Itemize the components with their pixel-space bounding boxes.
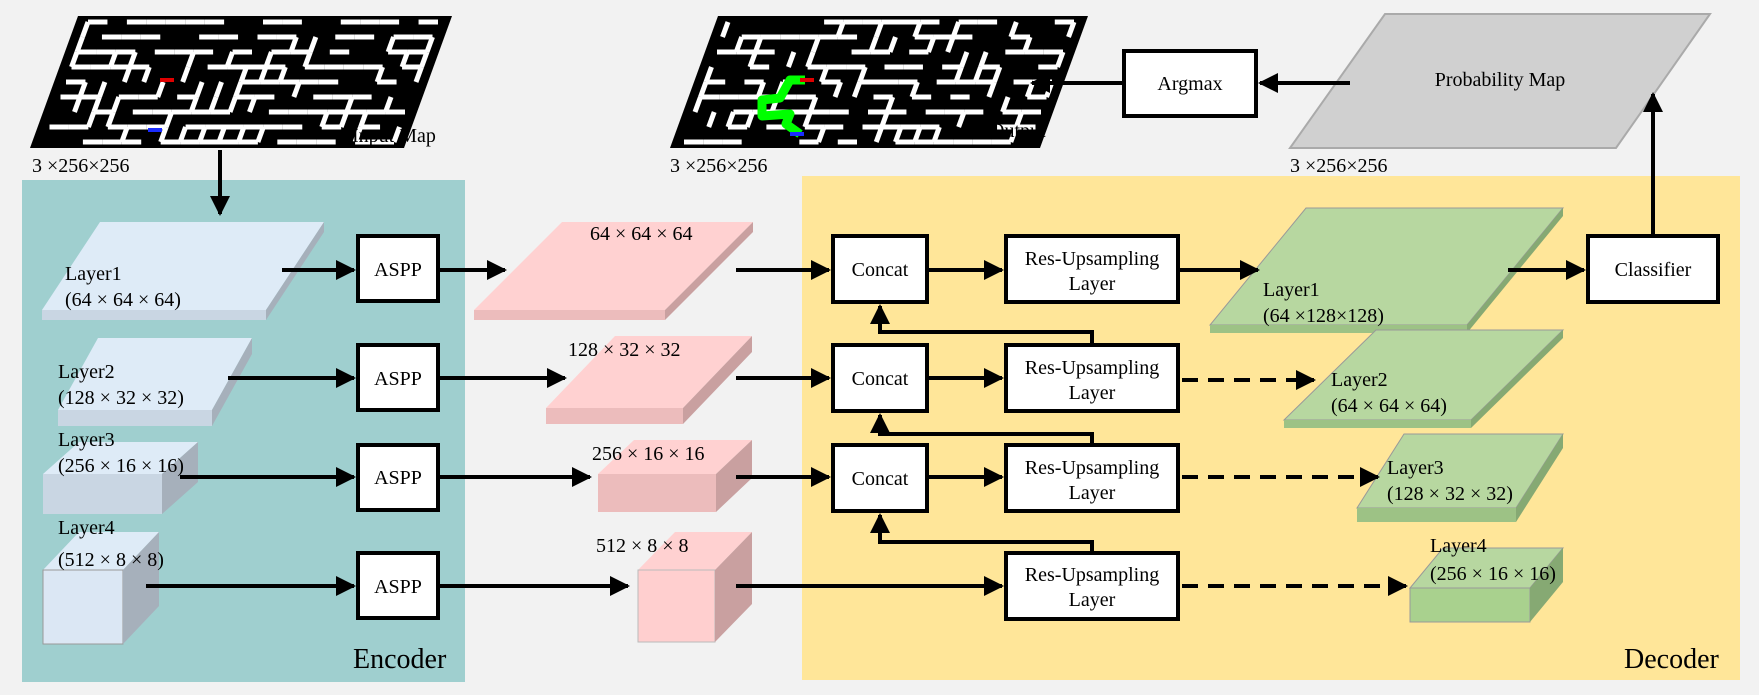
aspp-output-dims-4: 512 × 8 × 8	[596, 535, 689, 557]
decoder-title: Decoder	[1624, 644, 1720, 675]
encoder-layer3-dims: (256 × 16 × 16)	[58, 455, 184, 477]
res-upsampling-label-2b: Layer	[1069, 382, 1116, 404]
res-upsampling-label-2a: Res-Upsampling	[1025, 357, 1159, 379]
encoder-layer3-name: Layer3	[58, 429, 115, 451]
classifier-label: Classifier	[1615, 259, 1692, 281]
maze-goal-marker	[800, 78, 814, 82]
decoder-layer4-dims: (256 × 16 × 16)	[1430, 563, 1556, 585]
encoder-layer1-dims: (64 × 64 × 64)	[65, 289, 181, 311]
encoder-layer4-block	[42, 532, 159, 645]
res-upsampling-label-1a: Res-Upsampling	[1025, 248, 1159, 270]
decoder-layer3-block	[1356, 433, 1564, 522]
maze-solution-path	[757, 75, 805, 138]
res-upsampling-label-1b: Layer	[1069, 273, 1116, 295]
encoder-layer4-dims: (512 × 8 × 8)	[58, 549, 164, 571]
encoder-layer4-name: Layer4	[58, 517, 115, 539]
output-label: Output	[990, 120, 1046, 142]
res-upsampling-label-3a: Res-Upsampling	[1025, 457, 1159, 479]
decoder-layer2-dims: (64 × 64 × 64)	[1331, 395, 1447, 417]
decoder-layer2-block	[1282, 329, 1565, 428]
arrow-resup3-to-concat2	[870, 413, 1094, 445]
decoder-layer4-block	[1408, 547, 1565, 623]
aspp-box-3	[356, 443, 440, 512]
aspp-output-block-4	[637, 532, 752, 643]
encoder-layer2-dims: (128 × 32 × 32)	[58, 387, 184, 409]
res-upsampling-box-4	[1004, 551, 1180, 621]
aspp-output-dims-2: 128 × 32 × 32	[568, 339, 681, 361]
aspp-output-block-2	[546, 336, 752, 424]
res-upsampling-box-2	[1004, 343, 1180, 413]
decoder-layer2-name: Layer2	[1331, 369, 1388, 391]
argmax-box	[1122, 49, 1258, 118]
res-upsampling-box-1	[1004, 234, 1180, 304]
output-dims-label: 3 ×256×256	[670, 155, 768, 177]
decoder-layer1-dims: (64 ×128×128)	[1263, 305, 1384, 327]
probability-map-block	[1288, 13, 1712, 149]
encoder-title: Encoder	[353, 644, 447, 675]
input-maze-map	[30, 16, 452, 148]
concat-label-2: Concat	[852, 368, 909, 390]
aspp-label-2: ASPP	[374, 368, 422, 390]
aspp-box-4	[356, 551, 440, 620]
probability-dims-label: 3 ×256×256	[1290, 155, 1388, 177]
res-upsampling-label-4a: Res-Upsampling	[1025, 564, 1159, 586]
arrow-resup2-to-concat1	[870, 304, 1094, 345]
aspp-box-2	[356, 343, 440, 412]
classifier-box	[1586, 234, 1720, 304]
aspp-label-1: ASPP	[374, 259, 422, 281]
aspp-box-1	[356, 234, 440, 303]
connection-arrows	[146, 73, 1663, 596]
aspp-output-dims-1: 64 × 64 × 64	[590, 223, 693, 245]
decoder-layer1-name: Layer1	[1263, 279, 1320, 301]
maze-start-marker	[148, 128, 162, 132]
input-dims-label: 3 ×256×256	[32, 155, 130, 177]
concat-label-3: Concat	[852, 468, 909, 490]
aspp-label-4: ASPP	[374, 576, 422, 598]
decoder-layer3-name: Layer3	[1387, 457, 1444, 479]
maze-start-marker	[790, 132, 804, 136]
argmax-label: Argmax	[1157, 73, 1222, 95]
decoder-layer3-dims: (128 × 32 × 32)	[1387, 483, 1513, 505]
concat-label-1: Concat	[852, 259, 909, 281]
probability-map-label: Probability Map	[1435, 69, 1566, 91]
arrow-resup4-to-concat3	[870, 513, 1094, 553]
concat-box-1	[831, 234, 929, 304]
output-maze-map	[670, 16, 1088, 148]
aspp-label-3: ASPP	[374, 467, 422, 489]
aspp-output-block-3	[598, 440, 752, 512]
aspp-output-block-1	[474, 222, 753, 320]
encoder-layer1-name: Layer1	[65, 263, 122, 285]
concat-box-3	[831, 443, 929, 513]
maze-goal-marker	[160, 78, 174, 82]
res-upsampling-label-3b: Layer	[1069, 482, 1116, 504]
encoder-layer2-name: Layer2	[58, 361, 115, 383]
input-map-label: Input Map	[352, 125, 436, 147]
concat-box-2	[831, 343, 929, 413]
res-upsampling-label-4b: Layer	[1069, 589, 1116, 611]
res-upsampling-box-3	[1004, 443, 1180, 513]
encoder-layer2-block	[58, 338, 252, 426]
aspp-output-dims-3: 256 × 16 × 16	[592, 443, 705, 465]
decoder-layer4-name: Layer4	[1430, 535, 1487, 557]
